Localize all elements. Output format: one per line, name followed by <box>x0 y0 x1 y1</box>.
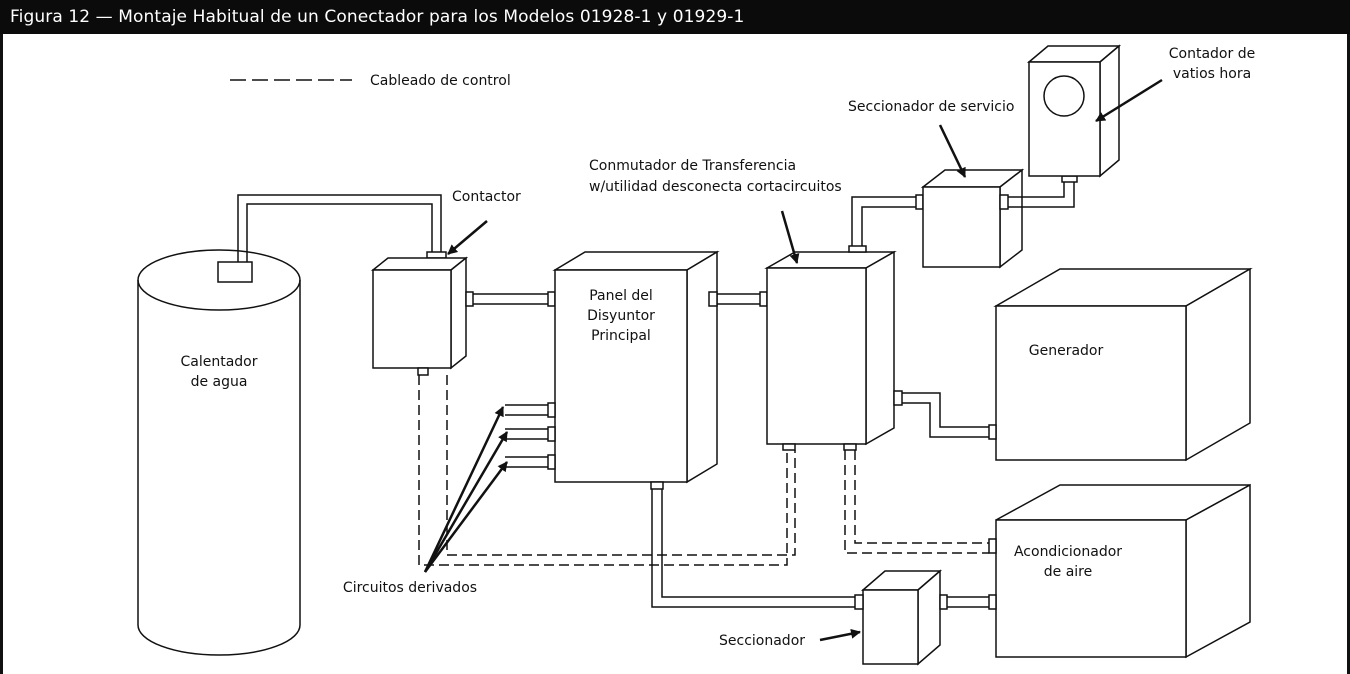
air-conditioner-label-2: de aire <box>1044 564 1092 580</box>
legend: Cableado de control <box>230 73 511 89</box>
transfer-switch-label-1: Conmutador de Transferencia <box>589 158 796 174</box>
branch-circuits-label: Circuitos derivados <box>343 580 477 596</box>
figure-title: Figura 12 — Montaje Habitual de un Conec… <box>0 0 1350 34</box>
service-disconnect-box <box>920 168 1025 269</box>
water-heater-label-2: de agua <box>191 374 248 390</box>
conduit-heater-contactor <box>237 194 447 262</box>
contactor-label: Contactor <box>452 189 521 205</box>
conduit-contactor-panel <box>473 291 556 307</box>
meter-label-2: vatios hora <box>1173 66 1251 82</box>
meter-box <box>1026 44 1122 178</box>
service-disconnect-label: Seccionador de servicio <box>848 99 1014 115</box>
legend-label: Cableado de control <box>370 73 511 89</box>
control-wiring <box>418 375 989 566</box>
generator-label: Generador <box>1029 343 1104 359</box>
main-panel-label-2: Disyuntor <box>587 308 655 324</box>
contactor-box <box>370 256 474 376</box>
conduit-transfer-service <box>851 194 924 246</box>
branch-circuit-wires <box>505 404 548 468</box>
conduit-service-meter <box>1008 175 1078 208</box>
water-heater-label-1: Calentador <box>180 354 257 370</box>
meter-label-1: Contador de <box>1169 46 1255 62</box>
disconnect-box <box>854 569 948 666</box>
conduit-transfer-generator <box>902 392 989 438</box>
conduit-panel-disconnect <box>651 489 855 608</box>
conduit-disconnect-ac <box>947 596 989 608</box>
transfer-switch-label-2: w/utilidad desconecta cortacircuitos <box>589 179 842 195</box>
water-heater <box>137 249 301 656</box>
disconnect-label: Seccionador <box>719 633 805 649</box>
main-panel-label-3: Principal <box>591 328 651 344</box>
generator-box <box>988 267 1253 462</box>
air-conditioner-label-1: Acondicionador <box>1014 544 1122 560</box>
air-conditioner-box <box>988 483 1251 659</box>
main-panel-box <box>547 250 720 490</box>
main-panel-label-1: Panel del <box>589 288 653 304</box>
pointer-arrows <box>423 78 1163 642</box>
conduit-panel-transfer <box>717 291 768 307</box>
transfer-switch-box <box>764 245 903 451</box>
